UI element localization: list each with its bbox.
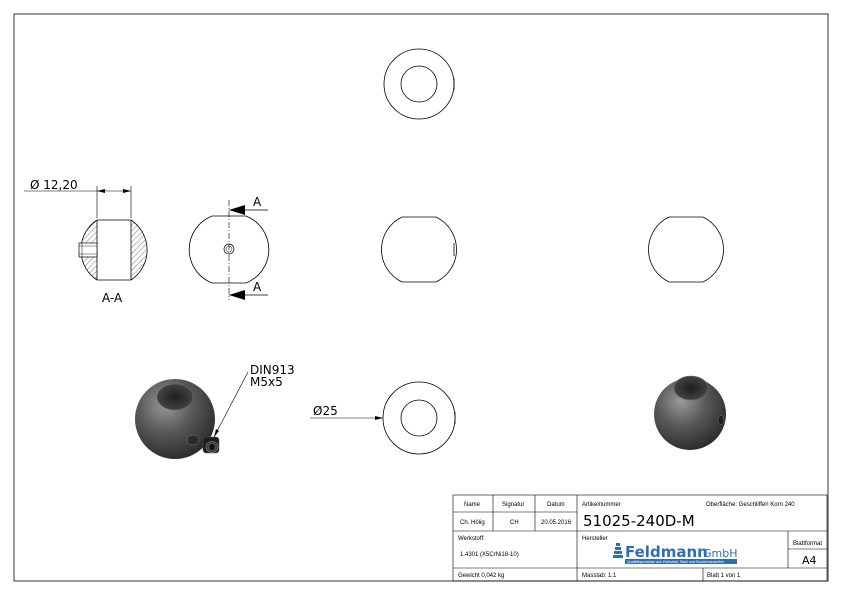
tb-material-label: Werkstoff: xyxy=(458,536,485,542)
logo-gmbh: GmbH xyxy=(703,547,738,560)
tb-date-value: 20.05.2016 xyxy=(541,520,572,526)
side-view xyxy=(648,216,724,283)
dim-ball-diameter: Ø25 xyxy=(313,404,338,418)
dim-bore-diameter: Ø 12,20 xyxy=(30,178,78,192)
iso-ball-right xyxy=(654,375,726,450)
section-label: A-A xyxy=(102,291,123,305)
sheet-border xyxy=(13,13,829,582)
feldmann-logo: Feldmann GmbH Qualitätsprodukte aus Edel… xyxy=(613,543,738,564)
top-view xyxy=(383,48,455,120)
cut-label-top: A xyxy=(253,195,262,209)
tb-surface: Oberfläche: Geschliffen Korn 240 xyxy=(706,502,795,508)
tb-signature-value: CH xyxy=(510,520,519,526)
front-view xyxy=(381,216,457,283)
section-view-a-a xyxy=(24,186,148,281)
cut-label-bottom: A xyxy=(253,280,262,294)
tb-col-name: Name xyxy=(464,502,481,508)
callout-din913: DIN913 xyxy=(250,363,295,377)
tb-weight: Gewicht 0,042 kg xyxy=(458,573,504,579)
tb-manufacturer-label: Hersteller xyxy=(582,536,608,542)
bottom-view xyxy=(310,381,456,455)
front-view-cut xyxy=(188,200,270,300)
tb-col-signature: Signatur xyxy=(502,502,524,508)
tb-material-value: 1.4301 (X5CrNi18-10) xyxy=(460,552,519,558)
tb-col-date: Datum xyxy=(547,502,565,508)
iso-ball-with-screw xyxy=(135,371,249,459)
logo-feldmann: Feldmann xyxy=(625,543,708,561)
tb-sheet: Blatt 1 von 1 xyxy=(707,573,741,579)
callout-m5x5: M5x5 xyxy=(250,375,283,389)
logo-tagline: Qualitätsprodukte aus Edelstahl, Stahl u… xyxy=(627,560,724,564)
tb-scale: Masstab: 1:1 xyxy=(582,573,617,579)
tb-sheet-format-value: A4 xyxy=(802,554,817,567)
tb-article-label: Artikelnummer xyxy=(582,502,621,508)
tb-article-number: 51025-240D-M xyxy=(583,512,695,530)
tb-sheet-format-label: Blattformat xyxy=(793,541,822,547)
title-block xyxy=(452,494,828,582)
tb-name-value: Ch. Hölig xyxy=(460,520,485,526)
